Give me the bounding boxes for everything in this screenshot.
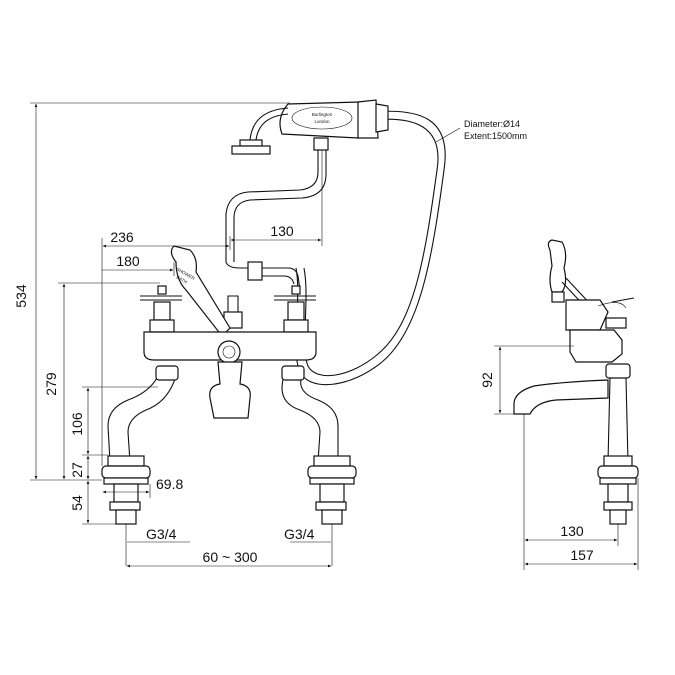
left-leg (107, 375, 159, 463)
dim-centres: 60 ~ 300 (203, 549, 258, 565)
side-view (513, 239, 639, 525)
diverter-lever: SHOWER BATH (170, 245, 231, 337)
cradle-arm (225, 137, 329, 291)
shower-handset: Burlington London (231, 99, 389, 155)
hose-diameter-note: Diameter:Ø14 (464, 119, 520, 129)
right-leg (281, 375, 321, 463)
dim-leg-height: 106 (69, 412, 85, 436)
side-lever (547, 239, 567, 303)
dim-hose-offset: 130 (270, 223, 294, 239)
side-spout (513, 379, 609, 415)
front-view: Burlington London SHOWER BATH (101, 99, 446, 525)
right-crosshead (274, 285, 316, 333)
dim-overall-height: 534 (13, 284, 29, 308)
dim-shank-length: 54 (69, 495, 85, 511)
dimension-labels: 534 279 106 27 54 236 130 180 69.8 G3/4 … (13, 119, 594, 565)
hose-extent-note: Extent:1500mm (464, 131, 527, 141)
dim-flange-height: 27 (69, 462, 85, 478)
dimension-lines (30, 102, 639, 570)
dim-width-180: 180 (116, 253, 140, 269)
bath-spout (209, 361, 251, 419)
handset-city-text: London (314, 119, 330, 124)
dim-thread-right: G3/4 (284, 526, 315, 542)
right-flange (307, 455, 357, 525)
left-flange (101, 455, 151, 525)
dim-overall-depth: 157 (570, 547, 594, 563)
dim-thread-left: G3/4 (146, 526, 177, 542)
dim-flange-diameter: 69.8 (156, 476, 183, 492)
left-crosshead (140, 285, 182, 333)
dim-body-height: 279 (43, 372, 59, 396)
lever-text-bath: BATH (176, 275, 189, 285)
dim-spout-reach: 130 (560, 523, 584, 539)
dim-spout-height: 92 (479, 372, 495, 388)
handset-brand-text: Burlington (312, 112, 333, 117)
dim-width-236: 236 (110, 229, 134, 245)
